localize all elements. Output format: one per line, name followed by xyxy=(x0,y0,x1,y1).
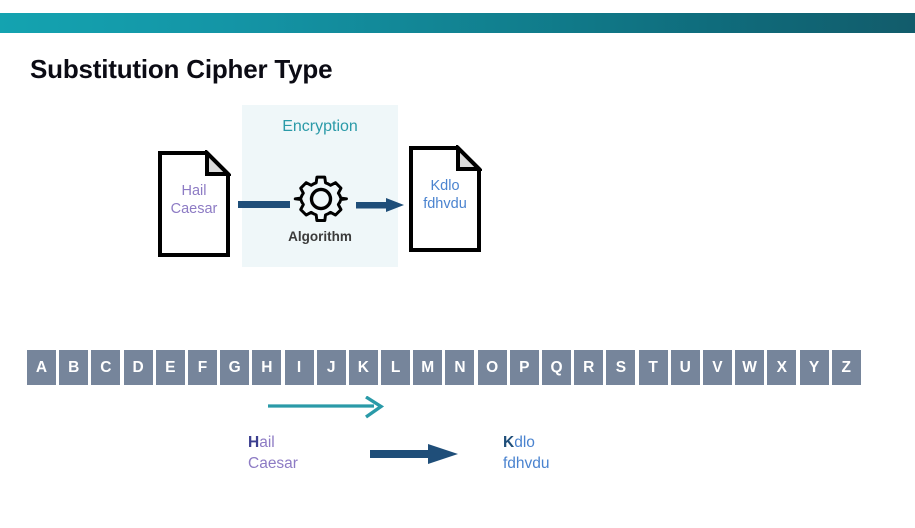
encryption-panel-label: Encryption xyxy=(282,118,358,135)
algorithm-label: Algorithm xyxy=(288,229,352,244)
alphabet-tile-s: S xyxy=(606,350,636,385)
alphabet-tile-j: J xyxy=(316,350,346,385)
alphabet-tile-a: A xyxy=(27,350,56,385)
alphabet-tile-x: X xyxy=(767,350,797,385)
plaintext-document-text: Hail Caesar xyxy=(157,182,231,218)
mapping-plaintext-line-2: Caesar xyxy=(248,455,298,472)
alphabet-tile-w: W xyxy=(735,350,765,385)
plaintext-document: Hail Caesar xyxy=(157,150,231,258)
page-title: Substitution Cipher Type xyxy=(30,54,333,84)
document-sheet-icon xyxy=(158,150,231,257)
alphabet-tile-l: L xyxy=(381,350,411,385)
alphabet-tile-t: T xyxy=(638,350,668,385)
alphabet-tile-u: U xyxy=(670,350,700,385)
diagram-output-arrow-icon xyxy=(356,198,404,212)
header-accent-bar xyxy=(0,13,915,33)
mapping-plaintext: Hail Caesar xyxy=(248,432,298,474)
plaintext-line-1: Hail xyxy=(181,183,207,199)
mapping-arrow-icon xyxy=(370,444,458,464)
alphabet-tile-v: V xyxy=(702,350,732,385)
mapping-plaintext-lead: H xyxy=(248,434,260,451)
alphabet-tile-c: C xyxy=(91,350,121,385)
mapping-ciphertext: Kdlo fdhvdu xyxy=(503,432,550,474)
ciphertext-document-text: Kdlo fdhvdu xyxy=(408,177,482,213)
alphabet-tile-e: E xyxy=(155,350,185,385)
mapping-plaintext-rest: ail xyxy=(259,434,275,451)
alphabet-tile-q: Q xyxy=(542,350,571,385)
ciphertext-line-1: Kdlo xyxy=(430,178,460,194)
alphabet-tile-y: Y xyxy=(799,350,829,385)
alphabet-tile-f: F xyxy=(187,350,217,385)
alphabet-tile-p: P xyxy=(509,350,539,385)
diagram-connector-line xyxy=(238,201,290,208)
alphabet-tile-b: B xyxy=(59,350,89,385)
alphabet-tile-r: R xyxy=(574,350,604,385)
mapping-ciphertext-line-1: Kdlo xyxy=(503,432,550,453)
plaintext-line-2: Caesar xyxy=(170,201,218,217)
alphabet-tile-i: I xyxy=(284,350,314,385)
alphabet-tile-z: Z xyxy=(831,350,861,385)
document-sheet-icon xyxy=(409,145,482,252)
ciphertext-document: Kdlo fdhvdu xyxy=(408,145,482,253)
alphabet-tile-m: M xyxy=(413,350,443,385)
alphabet-tile-d: D xyxy=(123,350,153,385)
shift-arrow-icon xyxy=(266,395,386,420)
alphabet-tile-k: K xyxy=(348,350,378,385)
alphabet-tile-h: H xyxy=(252,350,282,385)
mapping-plaintext-line-1: Hail xyxy=(248,432,298,453)
encryption-diagram: Encryption Hail Caesar Algorithm xyxy=(150,105,510,270)
mapping-ciphertext-line-2: fdhvdu xyxy=(503,455,550,472)
mapping-ciphertext-lead: K xyxy=(503,434,515,451)
encryption-panel xyxy=(242,105,398,267)
alphabet-tile-g: G xyxy=(220,350,250,385)
mapping-ciphertext-rest: dlo xyxy=(514,434,535,451)
alphabet-tile-n: N xyxy=(445,350,475,385)
gear-icon xyxy=(293,171,349,227)
ciphertext-line-2: fdhvdu xyxy=(423,196,467,212)
alphabet-tile-o: O xyxy=(477,350,507,385)
